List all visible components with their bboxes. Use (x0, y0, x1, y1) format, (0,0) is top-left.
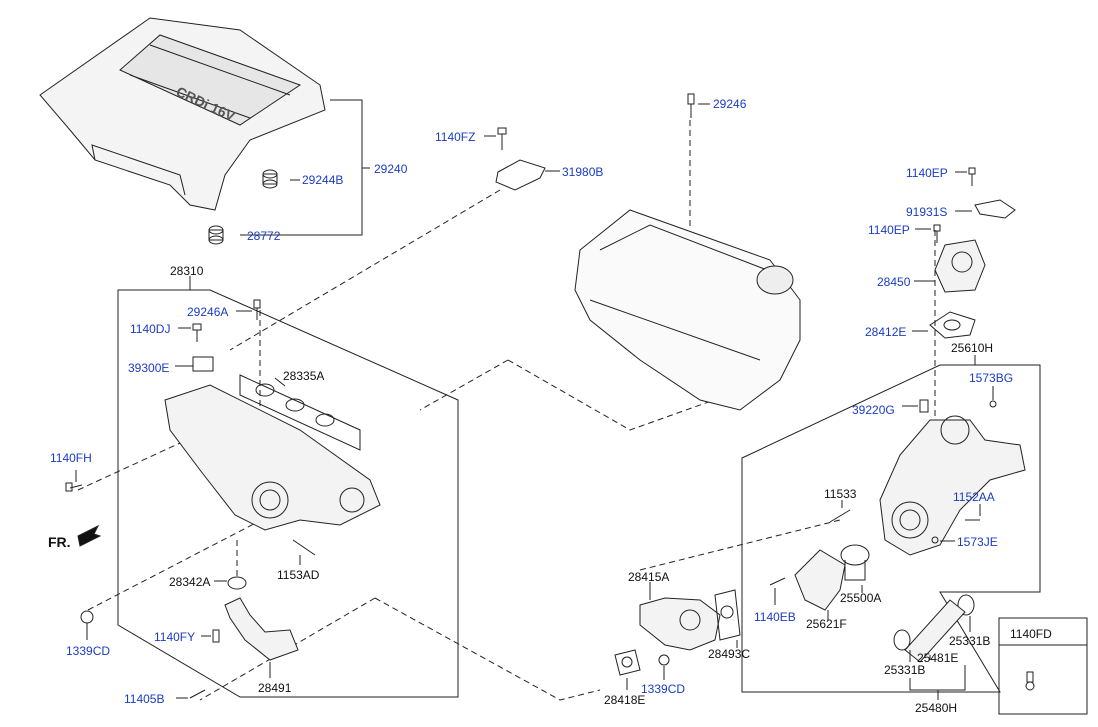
part-label-31980B[interactable]: 31980B (562, 165, 604, 179)
part-label-28310[interactable]: 28310 (170, 264, 204, 278)
gasket-28412E[interactable] (929, 311, 976, 339)
part-label-11405B[interactable]: 11405B (124, 692, 165, 706)
part-label-29246[interactable]: 29246 (713, 97, 747, 111)
bolt-1140EB[interactable] (769, 577, 786, 586)
part-label-28412E[interactable]: 28412E (865, 325, 907, 339)
bolt-1140FZ[interactable] (497, 127, 507, 150)
egr-cooler-28415A[interactable] (639, 597, 721, 651)
engine-cover[interactable] (39, 17, 326, 211)
hose-clamp-25331B-left[interactable] (893, 629, 911, 651)
part-label-1339CD-right[interactable]: 1339CD (641, 682, 686, 696)
part-label-28415A[interactable]: 28415A (628, 570, 670, 584)
part-label-25480H[interactable]: 25480H (915, 701, 958, 715)
bolt-1573BG[interactable] (989, 400, 997, 408)
grommet-29244B[interactable] (262, 169, 278, 189)
stud-1153AD[interactable] (292, 539, 316, 556)
hose-clamp-25331B-right[interactable] (957, 594, 975, 616)
thermostat-cover-25621F[interactable] (794, 549, 846, 611)
nut-1339CD-right[interactable] (658, 654, 670, 666)
part-label-1140EB[interactable]: 1140EB (754, 610, 796, 624)
part-label-1140FY[interactable]: 1140FY (154, 630, 196, 644)
part-label-39300E[interactable]: 39300E (128, 361, 170, 375)
part-label-28772[interactable]: 28772 (247, 229, 281, 243)
part-label-29244B[interactable]: 29244B (302, 173, 344, 187)
part-label-25331B-right[interactable]: 25331B (949, 634, 991, 648)
cylinder-head[interactable] (574, 209, 801, 411)
part-label-1153AD[interactable]: 1153AD (277, 568, 320, 582)
part-label-25331B-left[interactable]: 25331B (884, 663, 926, 677)
part-label-1140DJ[interactable]: 1140DJ (130, 322, 171, 336)
egr-pipe-28491[interactable] (224, 597, 299, 661)
oring-28342A[interactable] (227, 576, 247, 590)
part-label-28491[interactable]: 28491 (258, 681, 292, 695)
part-label-29246A[interactable]: 29246A (187, 305, 229, 319)
bracket-91931S[interactable] (974, 199, 1016, 219)
part-label-28342A[interactable]: 28342A (169, 575, 211, 589)
sensor-39300E[interactable] (192, 356, 214, 372)
bolt-1140EP-top[interactable] (968, 167, 976, 186)
bolt-1140EP-lower[interactable] (933, 224, 941, 243)
gasket-28335A[interactable] (239, 374, 361, 451)
sensor-39220G[interactable] (919, 399, 929, 413)
thermostat-housing[interactable] (879, 415, 1026, 556)
part-label-11533[interactable]: 11533 (824, 487, 857, 501)
intake-manifold[interactable] (164, 384, 381, 531)
bolt-1140FD[interactable] (1025, 671, 1035, 691)
part-label-1140FH[interactable]: 1140FH (50, 451, 92, 465)
part-label-25500A[interactable]: 25500A (840, 591, 882, 605)
part-label-1573JE[interactable]: 1573JE (957, 535, 998, 549)
pin-11533[interactable] (829, 509, 851, 523)
part-label-1140EP-top[interactable]: 1140EP (906, 166, 948, 180)
front-arrow-icon (77, 524, 102, 547)
grommet-28772[interactable] (208, 225, 224, 245)
part-label-25481E[interactable]: 25481E (917, 651, 959, 665)
part-label-1339CD-left[interactable]: 1339CD (66, 644, 111, 658)
bolt-11405B[interactable] (189, 689, 206, 699)
part-label-39220G[interactable]: 39220G (852, 403, 895, 417)
bracket-31980B[interactable] (495, 159, 546, 191)
egr-valve-28450[interactable] (934, 239, 986, 293)
part-label-1140EP-lower[interactable]: 1140EP (868, 223, 910, 237)
front-direction-label: FR. (48, 534, 71, 550)
inset-box (998, 617, 1088, 715)
bolt-1573JE[interactable] (931, 536, 939, 544)
part-label-25610H[interactable]: 25610H (951, 341, 994, 355)
hose-25481E[interactable] (904, 599, 966, 663)
bolt-1140FH[interactable] (65, 482, 83, 492)
gasket-28418E[interactable] (614, 649, 641, 676)
part-label-28418E[interactable]: 28418E (604, 693, 646, 707)
part-label-28493C[interactable]: 28493C (708, 647, 751, 661)
thermostat-25500A[interactable] (840, 544, 870, 581)
part-label-1152AA[interactable]: 1152AA (953, 490, 995, 504)
bolt-29246A[interactable] (253, 299, 261, 320)
part-label-29240[interactable]: 29240 (374, 162, 408, 176)
part-label-1573BG[interactable]: 1573BG (969, 371, 1014, 385)
part-label-25621F[interactable]: 25621F (806, 617, 847, 631)
nut-1339CD-left[interactable] (80, 610, 94, 624)
part-label-1140FZ[interactable]: 1140FZ (435, 130, 476, 144)
gasket-28493C[interactable] (714, 589, 741, 641)
part-label-28450[interactable]: 28450 (877, 275, 911, 289)
part-label-28335A[interactable]: 28335A (283, 369, 325, 383)
bolt-29246[interactable] (687, 93, 695, 118)
inset-box-label: 1140FD (1010, 627, 1052, 641)
part-label-91931S[interactable]: 91931S (906, 205, 948, 219)
bolt-1140DJ[interactable] (192, 323, 202, 342)
bolt-1140FY[interactable] (212, 629, 220, 643)
